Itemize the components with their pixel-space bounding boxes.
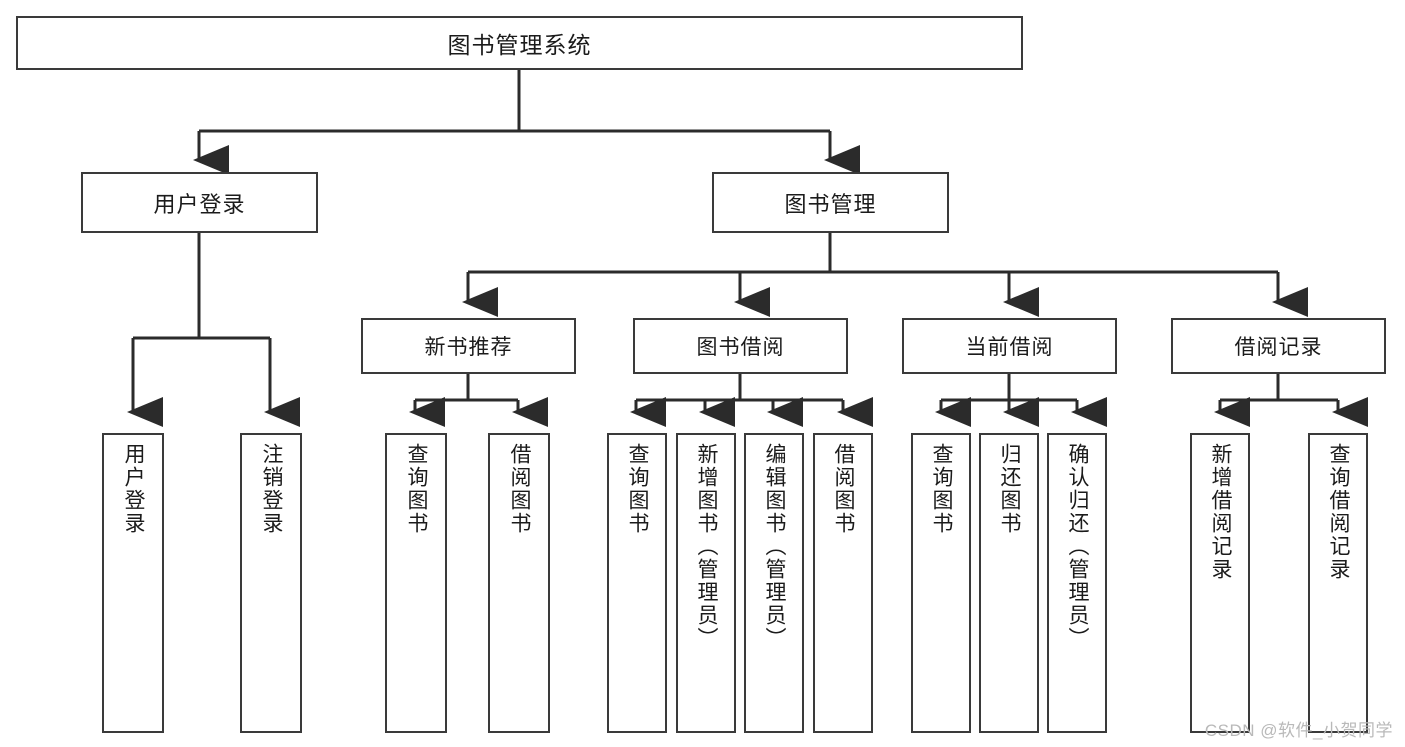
node-borrow-record[interactable]: 借阅记录 <box>1171 318 1386 374</box>
leaf-recommend-borrow-book-label: 借阅图书 <box>508 443 532 535</box>
leaf-record-query-record[interactable]: 查询借阅记录 <box>1308 433 1368 733</box>
leaf-current-query-book-label: 查询图书 <box>930 443 954 535</box>
node-user-login-label: 用户登录 <box>153 191 246 217</box>
node-root-label: 图书管理系统 <box>447 32 592 58</box>
leaf-record-query-record-label: 查询借阅记录 <box>1327 443 1351 581</box>
leaf-user-login-signin-label: 用户登录 <box>122 443 146 535</box>
node-book-borrow[interactable]: 图书借阅 <box>633 318 848 374</box>
node-new-book-recommend[interactable]: 新书推荐 <box>361 318 576 374</box>
leaf-borrow-add-book[interactable]: 新增图书（管理员） <box>676 433 736 733</box>
leaf-recommend-query-book[interactable]: 查询图书 <box>385 433 447 733</box>
leaf-borrow-query-book-label: 查询图书 <box>626 443 650 535</box>
node-book-management-label: 图书管理 <box>784 191 877 217</box>
node-borrow-record-label: 借阅记录 <box>1234 336 1323 359</box>
leaf-user-login-signout[interactable]: 注销登录 <box>240 433 302 733</box>
leaf-record-add-record-label: 新增借阅记录 <box>1209 443 1233 581</box>
leaf-current-query-book[interactable]: 查询图书 <box>911 433 971 733</box>
leaf-current-confirm-return-label: 确认归还（管理员） <box>1066 443 1090 650</box>
leaf-user-login-signin[interactable]: 用户登录 <box>102 433 164 733</box>
leaf-user-login-signout-label: 注销登录 <box>260 443 284 535</box>
leaf-current-return-book[interactable]: 归还图书 <box>979 433 1039 733</box>
leaf-borrow-edit-book[interactable]: 编辑图书（管理员） <box>744 433 804 733</box>
node-user-login[interactable]: 用户登录 <box>81 172 318 233</box>
leaf-borrow-edit-book-label: 编辑图书（管理员） <box>763 443 787 650</box>
leaf-borrow-borrow-book-label: 借阅图书 <box>832 443 856 535</box>
node-current-borrow[interactable]: 当前借阅 <box>902 318 1117 374</box>
leaf-borrow-query-book[interactable]: 查询图书 <box>607 433 667 733</box>
leaf-current-confirm-return[interactable]: 确认归还（管理员） <box>1047 433 1107 733</box>
leaf-record-add-record[interactable]: 新增借阅记录 <box>1190 433 1250 733</box>
node-book-borrow-label: 图书借阅 <box>696 336 785 359</box>
node-root-system[interactable]: 图书管理系统 <box>16 16 1023 70</box>
node-new-book-recommend-label: 新书推荐 <box>424 336 513 359</box>
node-book-management[interactable]: 图书管理 <box>712 172 949 233</box>
leaf-borrow-add-book-label: 新增图书（管理员） <box>695 443 719 650</box>
leaf-current-return-book-label: 归还图书 <box>998 443 1022 535</box>
csdn-watermark: CSDN @软件_小贺同学 <box>1204 721 1393 740</box>
leaf-borrow-borrow-book[interactable]: 借阅图书 <box>813 433 873 733</box>
node-current-borrow-label: 当前借阅 <box>965 336 1054 359</box>
leaf-recommend-query-book-label: 查询图书 <box>405 443 429 535</box>
leaf-recommend-borrow-book[interactable]: 借阅图书 <box>488 433 550 733</box>
